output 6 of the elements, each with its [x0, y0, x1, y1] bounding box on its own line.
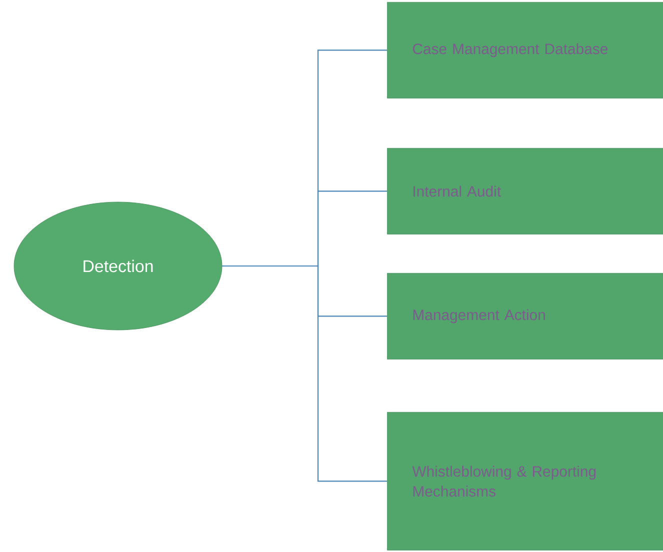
process-box: Internal Audit	[387, 148, 663, 234]
connector-line	[222, 265, 387, 482]
process-box: Case Management Database	[387, 2, 663, 98]
ellipse-node: Detection	[14, 202, 222, 330]
process-box: Management Action	[387, 273, 663, 360]
process-box: Whistleblowing & Reporting Mechanisms	[387, 412, 663, 550]
